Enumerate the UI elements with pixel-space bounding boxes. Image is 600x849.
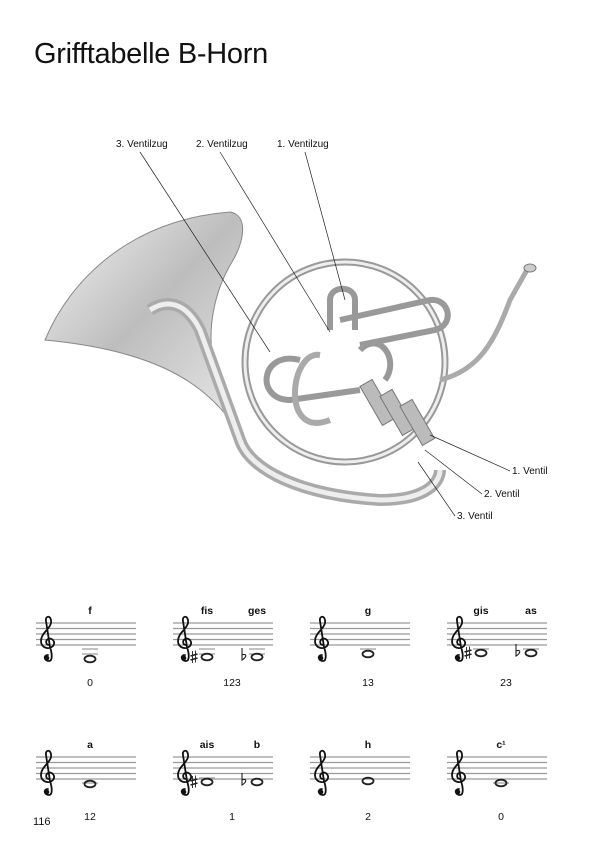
whole-note <box>250 777 264 787</box>
flat-icon <box>515 644 521 657</box>
label-2-ventilzug: 2. Ventilzug <box>196 139 248 150</box>
staff <box>447 749 547 796</box>
label-3-ventil: 3. Ventil <box>457 511 493 522</box>
valve-fingering: 0 <box>498 811 504 823</box>
staff <box>173 749 273 796</box>
staff <box>310 749 410 796</box>
whole-note <box>474 648 488 658</box>
note-name: ais <box>199 739 215 751</box>
whole-note <box>361 649 375 659</box>
whole-note <box>361 776 375 786</box>
staff <box>36 615 136 664</box>
valve-fingering: 0 <box>87 677 93 689</box>
note-name: h <box>364 739 372 751</box>
staff <box>310 615 410 662</box>
valve-fingering: 1 <box>229 811 235 823</box>
treble-clef-icon <box>451 749 466 796</box>
french-horn-illustration <box>44 151 537 517</box>
whole-note <box>524 648 538 658</box>
label-3-ventilzug: 3. Ventilzug <box>116 139 168 150</box>
note-name: c¹ <box>496 739 506 751</box>
sharp-icon <box>190 650 198 663</box>
note-name: b <box>253 739 261 751</box>
fingering-cell: a 12 <box>36 737 146 847</box>
label-2-ventil: 2. Ventil <box>484 489 520 500</box>
note-name: a <box>87 739 93 751</box>
note-name: fis <box>200 605 214 617</box>
flat-icon <box>241 648 247 661</box>
treble-clef-icon <box>314 749 329 796</box>
staff <box>447 615 547 662</box>
fingering-cell: gis as 23 <box>447 603 557 713</box>
valve-fingering: 123 <box>223 677 241 689</box>
sharp-icon <box>190 775 198 788</box>
label-1-ventil: 1. Ventil <box>512 466 548 477</box>
page-title: Grifftabelle B-Horn <box>34 38 268 70</box>
note-name: g <box>364 605 372 617</box>
staff <box>36 749 136 796</box>
page-number: 116 <box>33 816 51 828</box>
note-name: gis <box>473 605 489 617</box>
whole-note <box>200 652 214 662</box>
treble-clef-icon <box>177 615 192 662</box>
treble-clef-icon <box>177 749 192 796</box>
treble-clef-icon <box>314 615 329 662</box>
fingering-cell: c¹ 0 <box>447 737 557 847</box>
sharp-icon <box>464 646 472 659</box>
whole-note <box>83 779 97 789</box>
treble-clef-icon <box>40 749 55 796</box>
whole-note <box>494 778 508 788</box>
treble-clef-icon <box>40 615 55 662</box>
valve-fingering: 12 <box>84 811 96 823</box>
note-name: f <box>88 605 92 617</box>
note-name: as <box>525 605 537 617</box>
fingering-cell: ais b 1 <box>173 737 283 847</box>
fingering-cell: g 13 <box>310 603 420 713</box>
whole-note <box>250 652 264 662</box>
valve-fingering: 2 <box>365 811 371 823</box>
fingering-cell: fis ges 123 <box>173 603 283 713</box>
whole-note <box>83 654 97 664</box>
whole-note <box>200 777 214 787</box>
leader-lines <box>139 151 511 517</box>
treble-clef-icon <box>451 615 466 662</box>
valve-fingering: 13 <box>362 677 374 689</box>
note-name: ges <box>247 605 267 617</box>
staff <box>173 615 273 663</box>
flat-icon <box>241 773 247 786</box>
label-1-ventilzug: 1. Ventilzug <box>277 139 329 150</box>
valve-fingering: 23 <box>500 677 512 689</box>
